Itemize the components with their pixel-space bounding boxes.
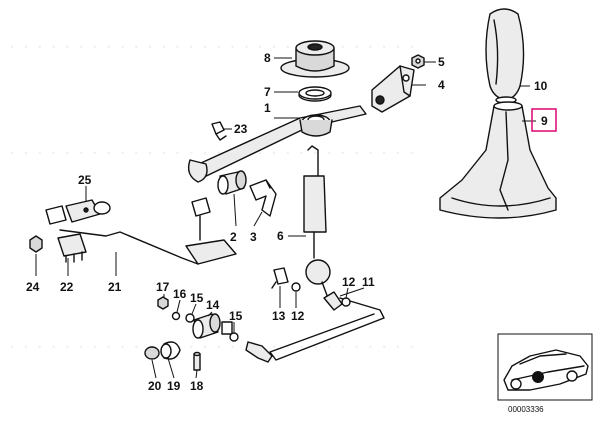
part-24-plug[interactable] <box>29 235 43 253</box>
label-15b: 15 <box>229 309 243 323</box>
part-23-clip[interactable] <box>211 121 227 141</box>
label-19: 19 <box>167 379 181 393</box>
label-22: 22 <box>60 280 74 294</box>
label-8: 8 <box>264 51 271 65</box>
location-dot <box>532 371 544 383</box>
part-1-shift-arm[interactable] <box>187 105 367 183</box>
label-4: 4 <box>438 78 445 92</box>
part-22-connector[interactable] <box>57 233 87 263</box>
part-7-ring[interactable] <box>298 86 332 102</box>
part-10-shift-knob[interactable] <box>485 8 525 104</box>
label-25: 25 <box>78 173 92 187</box>
label-3: 3 <box>250 230 257 244</box>
part-13-clip[interactable] <box>271 267 289 289</box>
part-5-nut[interactable] <box>411 54 425 69</box>
part-19-bushing[interactable] <box>160 341 181 360</box>
label-21: 21 <box>108 280 122 294</box>
part-3-clamp[interactable] <box>249 179 277 217</box>
label-9: 9 <box>541 114 548 128</box>
part-12-washer[interactable] <box>291 282 351 307</box>
part-8-bearing-cup[interactable] <box>280 40 350 78</box>
label-14: 14 <box>206 298 220 312</box>
part-20-cap[interactable] <box>144 346 160 360</box>
svg-text:· · · · · · · · · · · · · · ·: · · · · · · · · · · · · · · · · · · · · … <box>10 145 417 162</box>
label-12b: 12 <box>291 309 305 323</box>
label-5: 5 <box>438 55 445 69</box>
label-11: 11 <box>362 275 375 289</box>
label-16: 16 <box>173 287 187 301</box>
part-17-nut[interactable] <box>157 296 169 310</box>
vehicle-inset: 00003336 <box>497 333 593 414</box>
label-12a: 12 <box>342 275 356 289</box>
label-18: 18 <box>190 379 204 393</box>
label-15a: 15 <box>190 291 204 305</box>
part-18-pin[interactable] <box>193 351 201 371</box>
highlight-box-part-9 <box>531 108 557 132</box>
part-11-selector-rod[interactable] <box>245 291 385 363</box>
label-13: 13 <box>272 309 286 323</box>
part-16-washer[interactable] <box>171 311 181 321</box>
part-25-sensor[interactable] <box>45 199 111 225</box>
part-15-washer[interactable] <box>185 313 239 342</box>
part-21-switch-cable[interactable] <box>59 197 237 265</box>
label-17: 17 <box>156 280 170 294</box>
part-4-bracket[interactable] <box>371 65 415 113</box>
label-24: 24 <box>26 280 40 294</box>
label-6: 6 <box>277 229 284 243</box>
leader-lines <box>35 57 536 379</box>
label-23: 23 <box>234 122 248 136</box>
label-7: 7 <box>264 85 271 99</box>
label-1: 1 <box>264 101 271 115</box>
part-2-bushing[interactable] <box>217 170 247 195</box>
part-9-shift-boot[interactable] <box>439 101 557 219</box>
part-6-shift-rod[interactable] <box>303 145 331 299</box>
catalog-number: 00003336 <box>508 405 544 414</box>
label-2: 2 <box>230 230 237 244</box>
label-10: 10 <box>534 79 548 93</box>
part-14-bushing[interactable] <box>192 313 233 339</box>
label-20: 20 <box>148 379 162 393</box>
part-labels: 8 7 1 4 5 10 9 23 6 2 3 25 21 22 24 12 1… <box>26 51 548 393</box>
svg-text:· · · · · · · · · · · · · · ·: · · · · · · · · · · · · · · · · · · · · … <box>10 339 417 356</box>
svg-text:· · · · · · · · · · · · · · ·: · · · · · · · · · · · · · · · · · · · · … <box>10 39 417 56</box>
